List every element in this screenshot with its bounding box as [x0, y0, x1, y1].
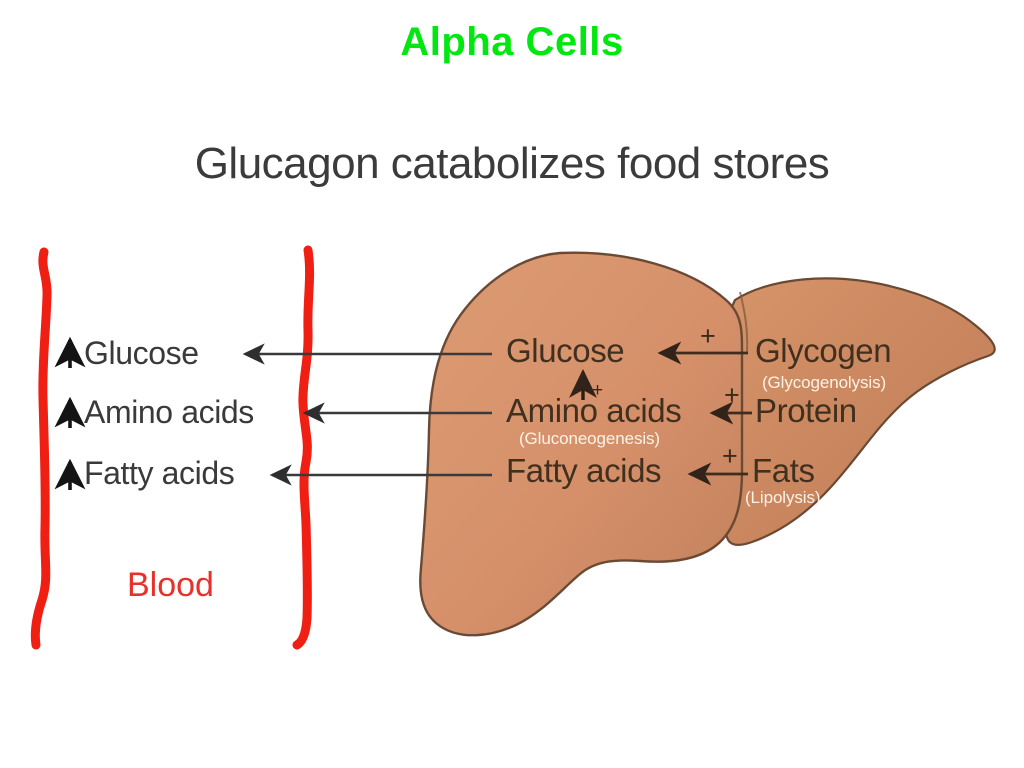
process-label-gluconeogenesis: (Gluconeogenesis) [519, 429, 660, 448]
page-title: Alpha Cells [400, 20, 624, 64]
liver-right-lobe [724, 277, 996, 546]
blood-label-amino-acids: Amino acids [84, 394, 254, 430]
process-label-glycogenolysis: (Glycogenolysis) [762, 373, 887, 392]
liver-label-glucose: Glucose [506, 332, 625, 369]
diagram-caption: Glucagon catabolizes food stores [194, 139, 830, 188]
liver-label-amino-acids: Amino acids [506, 392, 682, 429]
process-label-lipolysis: (Lipolysis) [745, 488, 821, 507]
blood-vessel-right-wall [292, 245, 315, 650]
blood-label-glucose: Glucose [84, 335, 199, 371]
liver-interlobar-fissure [739, 291, 749, 353]
plus-sign-proteolysis: + [724, 380, 740, 410]
plus-sign-gluconeogenesis: + [592, 380, 604, 401]
liver-label-fats: Fats [752, 452, 815, 489]
liver-label-glycogen: Glycogen [755, 332, 892, 369]
liver-label-fatty-acids: Fatty acids [506, 452, 662, 489]
blood-label-fatty-acids: Fatty acids [84, 455, 235, 491]
plus-sign-glycogenolysis: + [700, 321, 716, 351]
plus-sign-lipolysis: + [722, 441, 738, 471]
blood-vessel-left-wall [30, 247, 52, 650]
liver-label-protein: Protein [755, 392, 857, 429]
blood-compartment-label: Blood [127, 566, 214, 604]
